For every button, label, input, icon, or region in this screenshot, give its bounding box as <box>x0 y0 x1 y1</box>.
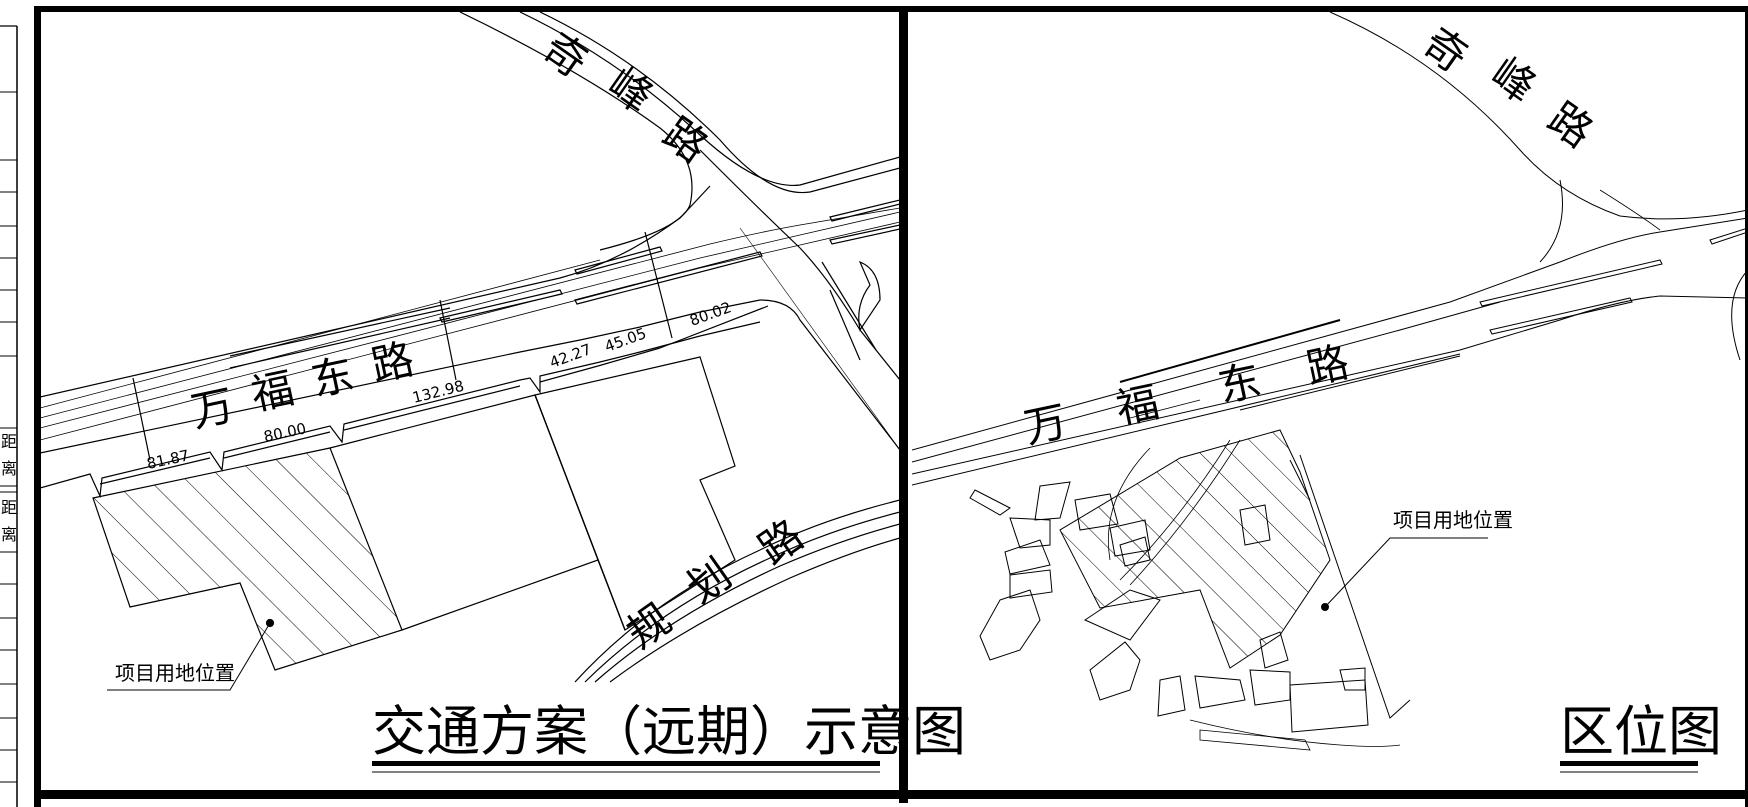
right-site-label: 项目用地位置 <box>1393 508 1513 532</box>
wanfu-road-char-3: 东 <box>1214 355 1265 412</box>
right-panel <box>912 12 1748 751</box>
right-title-underline <box>1560 761 1698 766</box>
qifeng-road-char-3: 路 <box>654 108 717 172</box>
side-cell-1: 距 <box>1 432 17 451</box>
side-cell-4: 离 <box>1 525 17 544</box>
dimension-label: 80.00 <box>262 419 308 446</box>
qifeng-road-char-3: 路 <box>1539 93 1602 157</box>
qifeng-road-char-1: 奇 <box>534 23 597 87</box>
wanfu-road-char-3: 东 <box>307 349 358 406</box>
guihua-road-char-1: 规 <box>618 594 681 658</box>
dimension-label: 81.87 <box>145 446 191 473</box>
side-cell-3: 距 <box>1 498 17 517</box>
qifeng-road-char-2: 峰 <box>599 58 662 122</box>
dimension-label: 80.02 <box>687 298 734 330</box>
guihua-road-char-3: 路 <box>750 510 813 574</box>
left-dimension-labels: 81.87 80.00 132.98 42.27 45.05 80.02 <box>145 298 734 473</box>
side-cell-2: 离 <box>1 459 17 478</box>
right-panel-title: 区位图 <box>1560 700 1722 763</box>
guihua-road-char-2: 划 <box>678 549 741 613</box>
wanfu-road-char-1: 万 <box>1020 396 1071 453</box>
left-title-underline <box>372 761 880 766</box>
sheet-frame <box>34 6 1748 807</box>
wanfu-road-char-2: 福 <box>247 363 298 420</box>
left-site-label: 项目用地位置 <box>115 661 235 685</box>
wanfu-road-char-4: 路 <box>1302 337 1353 394</box>
wanfu-road-char-2: 福 <box>1112 377 1163 434</box>
wanfu-road-char-1: 万 <box>187 380 238 437</box>
left-panel-title: 交通方案（远期）示意图 <box>372 700 966 763</box>
dimension-label: 132.98 <box>411 377 466 407</box>
right-road-labels: 万 福 东 路 奇 峰 路 <box>1020 18 1602 453</box>
qifeng-road-char-2: 峰 <box>1482 48 1545 112</box>
wanfu-road-char-4: 路 <box>367 334 418 391</box>
side-table <box>0 25 18 807</box>
left-panel <box>40 12 900 691</box>
qifeng-road-char-1: 奇 <box>1414 18 1477 82</box>
